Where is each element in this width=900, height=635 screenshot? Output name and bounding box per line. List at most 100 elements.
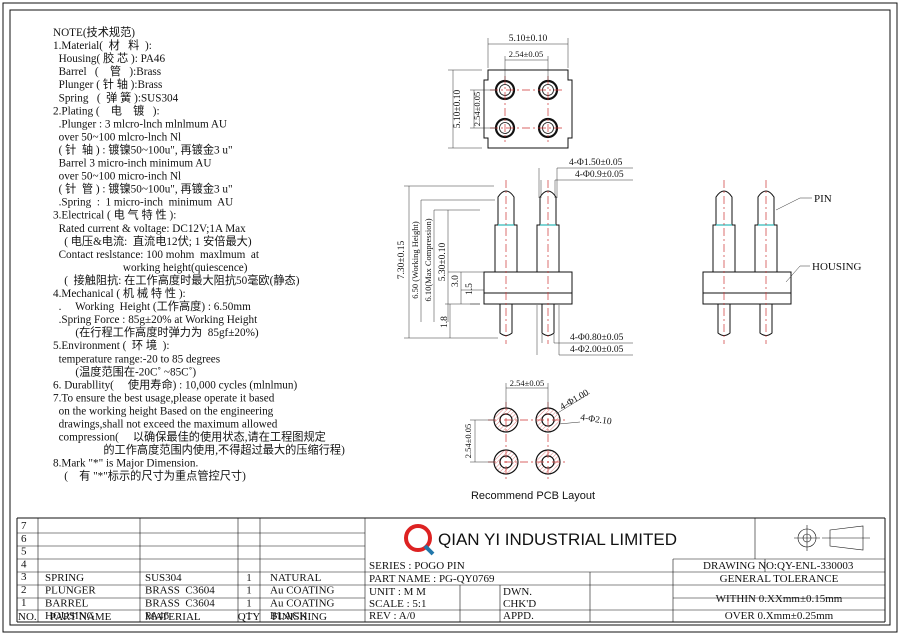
bom-qty: 1 [246,597,252,609]
bom-finish: BLACK [270,610,307,622]
note-line: 1.Material( 材 料 ): [53,38,152,52]
bom-qty: 1 [246,610,252,622]
bom-material: PA46 [145,610,170,622]
header-material: MATERIAL [145,611,201,623]
note-line: 5.Environment ( 环 境 ): [53,338,170,352]
dim-plunger-top: 4-Φ1.50±0.05 [569,158,623,168]
bom-qty: 1 [246,585,252,597]
note-line: ( 针 轴 ) : 镀镍50~100u", 再镀金3 u" [53,142,233,156]
note-line: compression( 以确保最佳的使用状态,请在工程图规定 [53,430,326,444]
row-number: 3 [21,571,27,583]
label-housing: HOUSING [812,261,862,273]
row-number: 2 [21,584,27,596]
part-name: PART NAME : PG-QY0769 [369,573,495,585]
bom-part-name: SPRING [45,572,84,584]
tolerance-within: WITHIN 0.XXmm±0.15mm [716,593,843,605]
note-line: .Plunger : 3 mlcro-lnch mlnlmum AU [53,118,227,130]
note-line: ( 针 管 ) : 镀镍50~100u", 再镀金3 u" [53,182,233,196]
note-line: Rated current & voltage: DC12V;1A Max [53,223,246,235]
company-name: QIAN YI INDUSTRIAL LIMITED [438,530,677,549]
dim-height: 5.10±0.10 [453,90,463,129]
drawing-no-label: DRAWING NO: [703,560,777,572]
label-pin: PIN [814,193,832,205]
note-line: Plunger ( 针 轴 ):Brass [53,77,162,91]
drawing-no: QY-ENL-330003 [777,560,854,572]
appd: APPD. [503,610,534,622]
note-line: drawings,shall not exceed the maximum al… [53,419,278,431]
scale: SCALE : 5:1 [369,598,426,610]
dim-width: 5.10±0.10 [509,34,548,44]
pcb-hole-large: 4-Φ2.10 [580,413,613,427]
dim-total-height: 7.30±0.15 [397,241,407,280]
note-line: NOTE(技术规范) [53,25,135,39]
rev: REV : A/0 [369,610,416,622]
note-line: .Spring Force : 85g±20% at Working Heigh… [53,314,258,326]
note-line: temperature range:-20 to 85 degrees [53,353,220,365]
header-no: NO. [18,611,37,623]
note-line: Spring ( 弹 簧 ):SUS304 [53,90,179,104]
unit: UNIT : M M [369,586,426,598]
dim-tail-dia: 4-Φ0.80±0.05 [570,333,624,343]
bom-finish: Au COATING [270,585,335,597]
row-number: 5 [21,546,27,558]
notes-block: NOTE(技术规范)1.Material( 材 料 ): Housing( 胶 … [53,25,345,483]
pcb-caption: Recommend PCB Layout [471,490,595,502]
pcb-pitch-y: 2.54±0.05 [463,424,473,458]
bom-material: BRASS C3604 [145,585,215,597]
note-line: Barrel 3 micro-inch minimum AU [53,158,211,170]
bom-qty: 1 [246,572,252,584]
side-view-labeled: PIN HOUSING [702,180,862,344]
note-line: over 50~100 mlcro-lnch Nl [53,131,181,143]
note-line: . Working Height (工作高度) : 6.50mm [53,299,251,313]
row-number: 4 [21,558,27,570]
header-finishing: FINISHING [272,611,327,623]
tolerance-title: GENERAL TOLERANCE [720,573,839,585]
bom-material: SUS304 [145,572,182,584]
bom-part-name: PLUNGER [45,585,96,597]
note-line: ( 接触阻抗: 在工作高度时最大阻抗50毫欧(静态) [53,273,300,287]
dim-base-dia: 4-Φ2.00±0.05 [570,345,624,355]
dim-max-compression: 6.10(Max Compression) [423,218,433,301]
dim-working-height: 6.50 (Working Height) [410,221,420,299]
row-number: 1 [21,597,27,609]
company-logo [404,524,435,556]
bom-material: BRASS C3604 [145,597,215,609]
note-line: 7.To ensure the best usage,please operat… [53,392,275,404]
note-line: (在行程工作高度时弹力为 85gf±20%) [53,325,259,339]
bom-finish: Au COATING [270,597,335,609]
dim-plunger-dia: 4-Φ0.9±0.05 [575,170,624,180]
series: SERIES : POGO PIN [369,560,465,572]
header-part-name: PART NAME [50,611,112,623]
side-view: 7.30±0.15 6.50 (Working Height) 6.10(Max… [397,158,633,356]
row-number: 6 [21,533,27,545]
note-line: ( 电压&电流: 直流电12伏; 1 安倍最大) [53,234,252,248]
note-line: 4.Mechanical ( 机 械 特 性 ): [53,286,186,300]
note-line: 的工作高度范围内使用,不得超过最大的压缩行程) [53,443,345,457]
header-qty: QTY [238,611,261,623]
pcb-pitch-x: 2.54±0.05 [510,378,544,388]
note-line: 8.Mark "*" is Major Dimension. [53,458,198,470]
note-line: Housing( 胶 芯 ): PA46 [53,51,165,65]
bom-part-name: HOUSING [45,610,95,622]
chkd: CHK'D [503,598,536,610]
note-line: 6. Durabllity( 使用寿命) : 10,000 cycles (ml… [53,377,297,391]
dim-body-height: 5.30±0.10 [438,243,448,282]
row-number: 7 [21,520,27,532]
note-line: Barrel ( 管 ):Brass [53,64,161,78]
top-view: 5.10±0.10 2.54±0.05 5.10±0.10 2.54±0.05 [448,34,573,149]
note-line: .Spring : 1 micro-inch minimum AU [53,197,233,209]
dim-pitch-x: 2.54±0.05 [509,49,543,59]
dim-pitch-y: 2.54±0.05 [472,92,482,126]
pcb-layout: 2.54±0.05 2.54±0.05 4-Φ1.00 4-Φ2.10 Reco… [463,378,612,502]
note-line: (温度范围在-20C˚ ~85C˚) [53,364,196,378]
note-line: 3.Electrical ( 电 气 特 性 ): [53,208,176,222]
tolerance-over: OVER 0.Xmm±0.25mm [725,610,834,622]
bom-finish: NATURAL [270,572,322,584]
note-line: working height(quiescence) [53,262,248,274]
projection-symbol-icon [794,525,870,551]
note-line: Contact reslstance: 100 mohm maxlmum at [53,249,260,261]
note-line: on the working height Based on the engin… [53,405,274,417]
